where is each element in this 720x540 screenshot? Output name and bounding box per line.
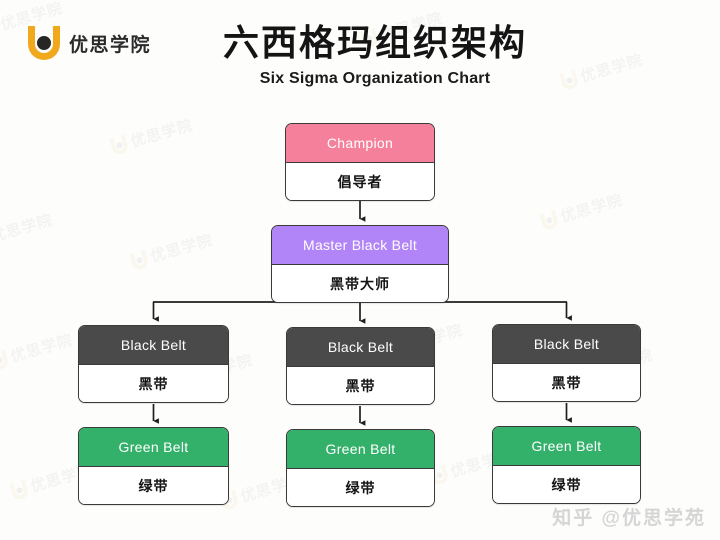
u-logo-icon [28, 26, 60, 60]
node-black-belt-1-title-zh: 黑带 [79, 365, 228, 402]
brand-name: 优思学院 [69, 34, 152, 56]
node-champion[interactable]: Champion 倡导者 [285, 123, 435, 201]
node-green-belt-2-title-zh: 绿带 [287, 469, 434, 506]
brand-lockup: 优思学院 [28, 26, 151, 60]
node-green-belt-3-title-en: Green Belt [493, 427, 640, 466]
title-block: 六西格玛组织架构 Six Sigma Organization Chart [0, 20, 720, 88]
node-black-belt-1[interactable]: Black Belt 黑带 [78, 325, 229, 403]
node-green-belt-2[interactable]: Green Belt 绿带 [286, 429, 435, 507]
node-black-belt-3[interactable]: Black Belt 黑带 [492, 324, 641, 402]
node-black-belt-1-title-en: Black Belt [79, 326, 228, 365]
node-master-black-belt[interactable]: Master Black Belt 黑带大师 [271, 225, 449, 303]
node-green-belt-3-title-zh: 绿带 [493, 466, 640, 503]
node-champion-title-en: Champion [286, 124, 434, 163]
node-black-belt-2-title-en: Black Belt [287, 328, 434, 367]
node-black-belt-3-title-zh: 黑带 [493, 364, 640, 401]
page-header: 优思学院 六西格玛组织架构 Six Sigma Organization Cha… [0, 0, 720, 112]
node-green-belt-3[interactable]: Green Belt 绿带 [492, 426, 641, 504]
node-green-belt-1[interactable]: Green Belt 绿带 [78, 427, 229, 505]
corner-watermark: 知乎 @优思学苑 [552, 508, 706, 529]
node-black-belt-2[interactable]: Black Belt 黑带 [286, 327, 435, 405]
page-title: 六西格玛组织架构 [222, 22, 527, 63]
page-subtitle: Six Sigma Organization Chart [259, 70, 491, 87]
node-green-belt-1-title-zh: 绿带 [79, 467, 228, 504]
node-master-black-belt-title-zh: 黑带大师 [272, 265, 448, 302]
node-green-belt-1-title-en: Green Belt [79, 428, 228, 467]
node-green-belt-2-title-en: Green Belt [287, 430, 434, 469]
node-champion-title-zh: 倡导者 [286, 163, 434, 200]
node-black-belt-2-title-zh: 黑带 [287, 367, 434, 404]
node-black-belt-3-title-en: Black Belt [493, 325, 640, 364]
node-master-black-belt-title-en: Master Black Belt [272, 226, 448, 265]
